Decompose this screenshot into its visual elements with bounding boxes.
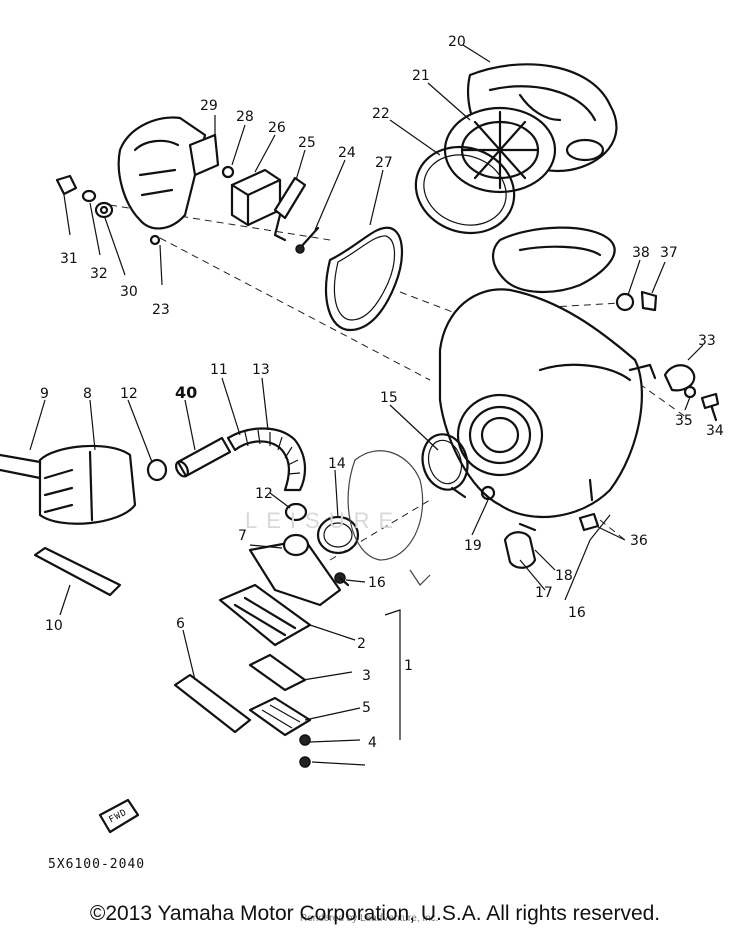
part-5-stopper bbox=[248, 696, 312, 737]
callout-3: 3 bbox=[362, 668, 371, 684]
callout-18: 17 bbox=[535, 585, 553, 601]
part-34-36 bbox=[663, 364, 720, 422]
callout-28: 27 bbox=[375, 155, 393, 171]
part-37 bbox=[578, 512, 600, 532]
callout-36: 35 bbox=[675, 413, 693, 429]
callout-9: 9 bbox=[40, 386, 49, 402]
airbox-housing bbox=[438, 226, 657, 519]
callout-11: 11 bbox=[210, 362, 228, 378]
callout-29: 28 bbox=[236, 109, 254, 125]
part-24-filter-case bbox=[117, 116, 207, 246]
part-3-petal bbox=[248, 653, 307, 692]
callout-2: 2 bbox=[357, 636, 366, 652]
catalog-code: 5X6100-2040 bbox=[48, 857, 145, 872]
callout-15: 16 bbox=[368, 575, 386, 591]
part-16-clamp bbox=[421, 433, 469, 499]
callout-22: 21 bbox=[412, 68, 430, 84]
callout-26: 25 bbox=[298, 135, 316, 151]
callout-8: 8 bbox=[83, 386, 92, 402]
callout-10: 10 bbox=[45, 618, 63, 634]
part-7-manifold bbox=[248, 533, 342, 607]
part-4-screws bbox=[299, 734, 311, 768]
callout-23: 22 bbox=[372, 106, 390, 122]
part-25-screw bbox=[295, 226, 320, 254]
leader-lines bbox=[29, 44, 716, 766]
part-12-clamps bbox=[146, 458, 308, 522]
part-23-gasket bbox=[414, 145, 516, 235]
callout-32: 31 bbox=[60, 251, 78, 267]
callout-7: 7 bbox=[238, 528, 247, 544]
part-31-33-fasteners bbox=[55, 174, 114, 219]
part-38-39 bbox=[615, 290, 658, 312]
part-6-gasket bbox=[173, 673, 252, 734]
engine-ghost bbox=[347, 450, 431, 586]
part-22-element bbox=[443, 106, 557, 194]
callout-27: 26 bbox=[268, 120, 286, 136]
callout-13: 13 bbox=[252, 362, 270, 378]
callout-24: 23 bbox=[152, 302, 170, 318]
part-1-2-reed bbox=[218, 583, 312, 647]
callout-31: 30 bbox=[120, 284, 138, 300]
callout-16: 15 bbox=[380, 390, 398, 406]
callout-17: 16 bbox=[568, 605, 586, 621]
callout-40: 40 bbox=[175, 383, 197, 402]
part-29-screw bbox=[221, 165, 235, 179]
callout-12-a: 12 bbox=[120, 386, 138, 402]
part-40-tube bbox=[175, 436, 232, 478]
part-30-plate bbox=[188, 133, 220, 177]
callout-39: 38 bbox=[632, 245, 650, 261]
part-8-silencer bbox=[0, 444, 137, 525]
callout-14: 14 bbox=[328, 456, 346, 472]
callout-20: 19 bbox=[464, 538, 482, 554]
part-27-block bbox=[230, 168, 282, 227]
callout-1: 1 bbox=[404, 658, 413, 674]
callout-12-b: 12 bbox=[255, 486, 273, 502]
callout-4: 4 bbox=[368, 735, 377, 751]
callout-34: 33 bbox=[698, 333, 716, 349]
part-10-strap bbox=[33, 546, 122, 597]
callout-30: 29 bbox=[200, 98, 218, 114]
callout-33: 32 bbox=[90, 266, 108, 282]
callout-5: 5 bbox=[362, 700, 371, 716]
render-note: Rendered by LeadVenture, Inc. bbox=[300, 913, 439, 924]
callout-37: 36 bbox=[630, 533, 648, 549]
callout-21: 20 bbox=[448, 34, 466, 50]
callout-38: 37 bbox=[660, 245, 678, 261]
copyright-text: ©2013 Yamaha Motor Corporation, U.S.A. A… bbox=[89, 902, 661, 925]
callout-19: 18 bbox=[555, 568, 573, 584]
callout-35: 34 bbox=[706, 423, 724, 439]
callout-labels: 20 21 22 29 28 26 25 24 27 31 32 30 23 3… bbox=[40, 34, 724, 751]
part-11-13-hose bbox=[226, 427, 307, 492]
part-17-20 bbox=[480, 485, 537, 569]
watermark-text: LEISURE bbox=[245, 508, 403, 533]
part-28-seal bbox=[325, 226, 404, 332]
callout-6: 6 bbox=[176, 616, 185, 632]
fwd-arrow-icon: FWD bbox=[98, 798, 140, 834]
part-26-bracket bbox=[273, 176, 307, 242]
callout-25: 24 bbox=[338, 145, 356, 161]
